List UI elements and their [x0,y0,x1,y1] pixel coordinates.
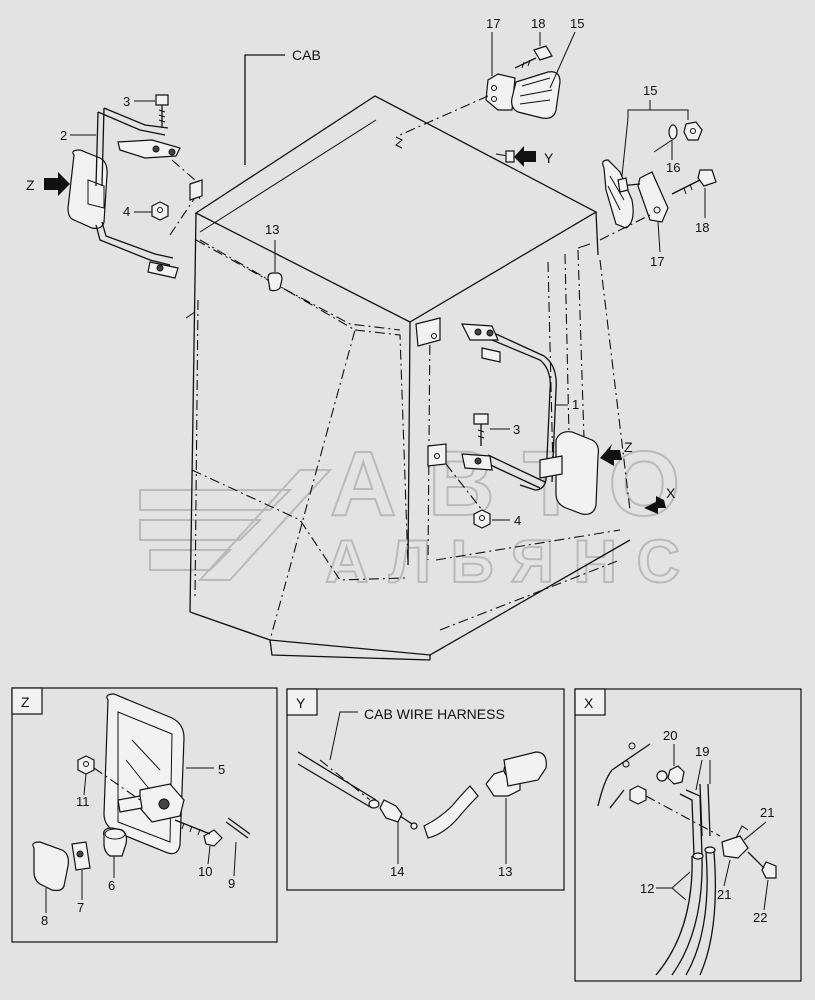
panel-x-callout-12: 12 [640,881,654,896]
callout-3-right: 3 [513,422,520,437]
wire-harness-path: 13 [195,222,401,331]
panel-z-callout-10: 10 [198,864,212,879]
panel-z-callout-8: 8 [41,913,48,928]
panel-x-callout-22: 22 [753,910,767,925]
cab-body [185,95,631,661]
arrow-x: X [644,485,676,514]
left-mirror-assembly [67,94,203,279]
right-mirror-head [555,431,599,515]
callout-15-top: 15 [570,16,584,31]
panel-y-tab: Y [296,695,306,711]
watermark: АВТО АЛЬЯНС [139,432,681,596]
arrow-x-label: X [666,485,676,501]
panel-z-tab: Z [21,694,30,710]
watermark-line2: АЛЬЯНС [325,528,680,595]
arrow-z-right-label: Z [624,439,633,455]
panel-y-callout-13: 13 [498,864,512,879]
panel-z-callout-11: 11 [76,794,90,809]
panel-x-tab: X [584,695,594,711]
callout-18-top: 18 [531,16,545,31]
callout-16: 16 [666,160,680,175]
callout-4-right: 4 [514,513,521,528]
detail-panel-z: Z 5 11 6 7 8 [11,687,278,943]
lamp-15-right [602,159,634,229]
callout-4-top: 4 [123,204,130,219]
panel-y-cab-wire-harness: CAB WIRE HARNESS [364,706,505,722]
panel-x-callout-19: 19 [695,744,709,759]
arrow-z-right: Z [600,439,633,466]
callout-18-right: 18 [695,220,709,235]
right-mirror-assembly: 1 3 4 [415,317,599,529]
panel-y-callout-14: 14 [390,864,404,879]
left-mirror-callouts: 2 3 4 [60,94,155,219]
callout-17-top: 17 [486,16,500,31]
panel-z-callout-9: 9 [228,876,235,891]
panel-x-callout-20: 20 [663,728,677,743]
callout-3-top: 3 [123,94,130,109]
panel-z-callout-6: 6 [108,878,115,893]
arrow-y-label: Y [544,150,554,166]
panel-z-callout-7: 7 [77,900,84,915]
callout-2: 2 [60,128,67,143]
arrow-z-left-label: Z [26,177,35,193]
callout-17-right: 17 [650,254,664,269]
panel-x-callout-21-bottom: 21 [717,887,731,902]
cab-label-group: CAB [244,47,321,165]
arrow-y: Y [495,146,554,167]
panel-x-callout-21-top: 21 [760,805,774,820]
cab-label: CAB [292,47,321,63]
callout-13: 13 [265,222,279,237]
callout-1: 1 [572,397,579,412]
lamp-15-top [511,71,561,119]
callout-15-right: 15 [643,83,657,98]
detail-panel-x: X 20 19 21 21 22 [574,688,802,982]
panel-z-callout-5: 5 [218,762,225,777]
arrow-z-left: Z [26,172,70,196]
grommet-13 [267,272,283,292]
right-lamp-assembly: 15 16 18 17 [599,83,717,269]
watermark-logo [139,469,333,581]
detail-panel-y: Y CAB WIRE HARNESS 14 13 [286,688,565,891]
top-lamp-assembly: 17 18 15 [399,16,584,136]
